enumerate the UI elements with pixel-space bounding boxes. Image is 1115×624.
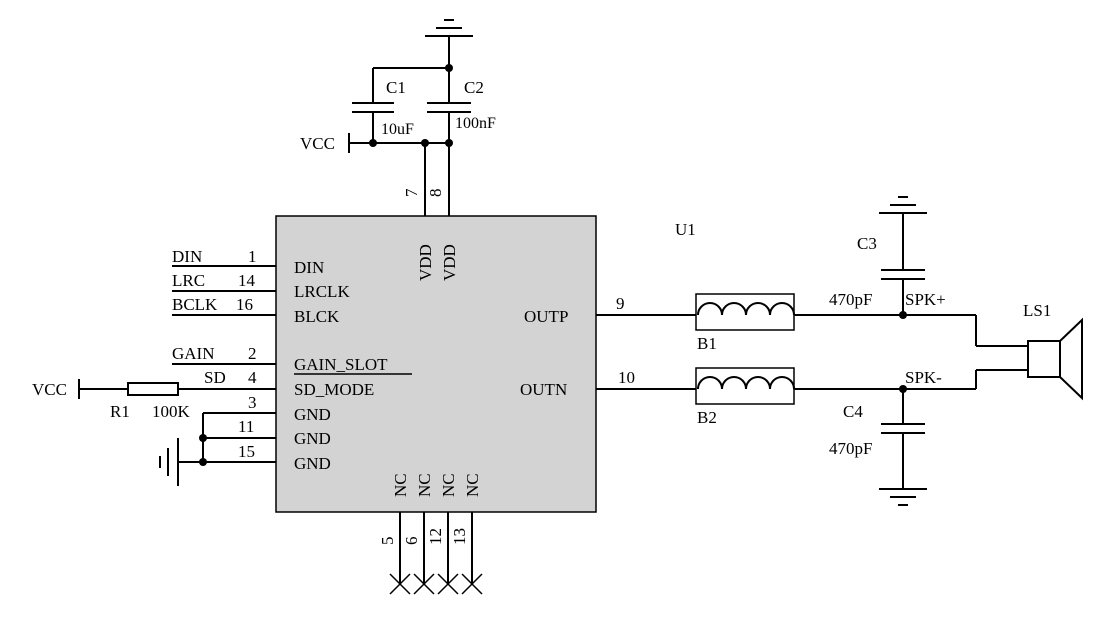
output-network [596, 196, 1083, 506]
pin-num-16: 16 [236, 295, 253, 314]
net-label-spk-pos: SPK+ [905, 290, 946, 309]
pin-name-lrclk: LRCLK [294, 282, 350, 301]
ic-ref: U1 [675, 220, 696, 239]
vcc-top-label: VCC [300, 134, 335, 153]
pin-num-13: 13 [450, 528, 469, 545]
pin-name-sd-mode: SD_MODE [294, 380, 374, 399]
r1-ref: R1 [110, 402, 130, 421]
left-pin-wires [78, 265, 276, 486]
pin-num-9: 9 [616, 294, 625, 313]
pin-name-gnd-11: GND [294, 429, 331, 448]
pin-num-2: 2 [248, 344, 257, 363]
pin-name-vdd-7: VDD [416, 244, 435, 281]
pin-num-11: 11 [238, 417, 254, 436]
pin-num-14: 14 [238, 271, 256, 290]
c3-ref: C3 [857, 234, 877, 253]
net-label-bclk: BCLK [172, 295, 218, 314]
vcc-left-label: VCC [32, 380, 67, 399]
c4-ref: C4 [843, 402, 863, 421]
c2-value: 100nF [455, 115, 496, 132]
pin-num-8: 8 [426, 189, 445, 198]
pin-name-gnd-3: GND [294, 405, 331, 424]
b2-ref: B2 [697, 408, 717, 427]
b1-ref: B1 [697, 334, 717, 353]
pin-num-12: 12 [426, 528, 445, 545]
c4-value: 470pF [829, 439, 872, 458]
pin-num-5: 5 [378, 537, 397, 546]
c3-value: 470pF [829, 290, 872, 309]
c2-ref: C2 [464, 78, 484, 97]
pin-name-nc-12: NC [439, 473, 458, 497]
pin-num-3: 3 [248, 393, 257, 412]
c1-value: 10uF [381, 121, 414, 138]
pin-name-outn: OUTN [520, 380, 567, 399]
pin-num-1: 1 [248, 247, 257, 266]
net-label-gain: GAIN [172, 344, 215, 363]
pin-name-nc-5: NC [391, 473, 410, 497]
net-label-din: DIN [172, 247, 202, 266]
net-label-sd: SD [204, 368, 226, 387]
pin-num-4: 4 [248, 368, 257, 387]
pin-name-nc-13: NC [463, 473, 482, 497]
pin-name-blck: BLCK [294, 307, 340, 326]
pin-name-gnd-15: GND [294, 454, 331, 473]
pin-num-6: 6 [402, 537, 421, 546]
pin-num-7: 7 [402, 188, 421, 197]
pin-num-15: 15 [238, 442, 255, 461]
net-label-spk-neg: SPK- [905, 368, 942, 387]
pin-name-gain-slot: GAIN_SLOT [294, 355, 388, 374]
net-label-lrc: LRC [172, 271, 205, 290]
pin-name-vdd-8: VDD [440, 244, 459, 281]
ic-body [275, 215, 597, 513]
r1-value: 100K [152, 402, 191, 421]
ls1-ref: LS1 [1023, 301, 1051, 320]
nc-pin-wires [389, 512, 483, 595]
decoupling-network [348, 19, 473, 216]
pin-name-nc-6: NC [415, 473, 434, 497]
pin-name-din: DIN [294, 258, 324, 277]
pin-name-outp: OUTP [524, 307, 568, 326]
c1-ref: C1 [386, 78, 406, 97]
pin-num-10: 10 [618, 368, 635, 387]
